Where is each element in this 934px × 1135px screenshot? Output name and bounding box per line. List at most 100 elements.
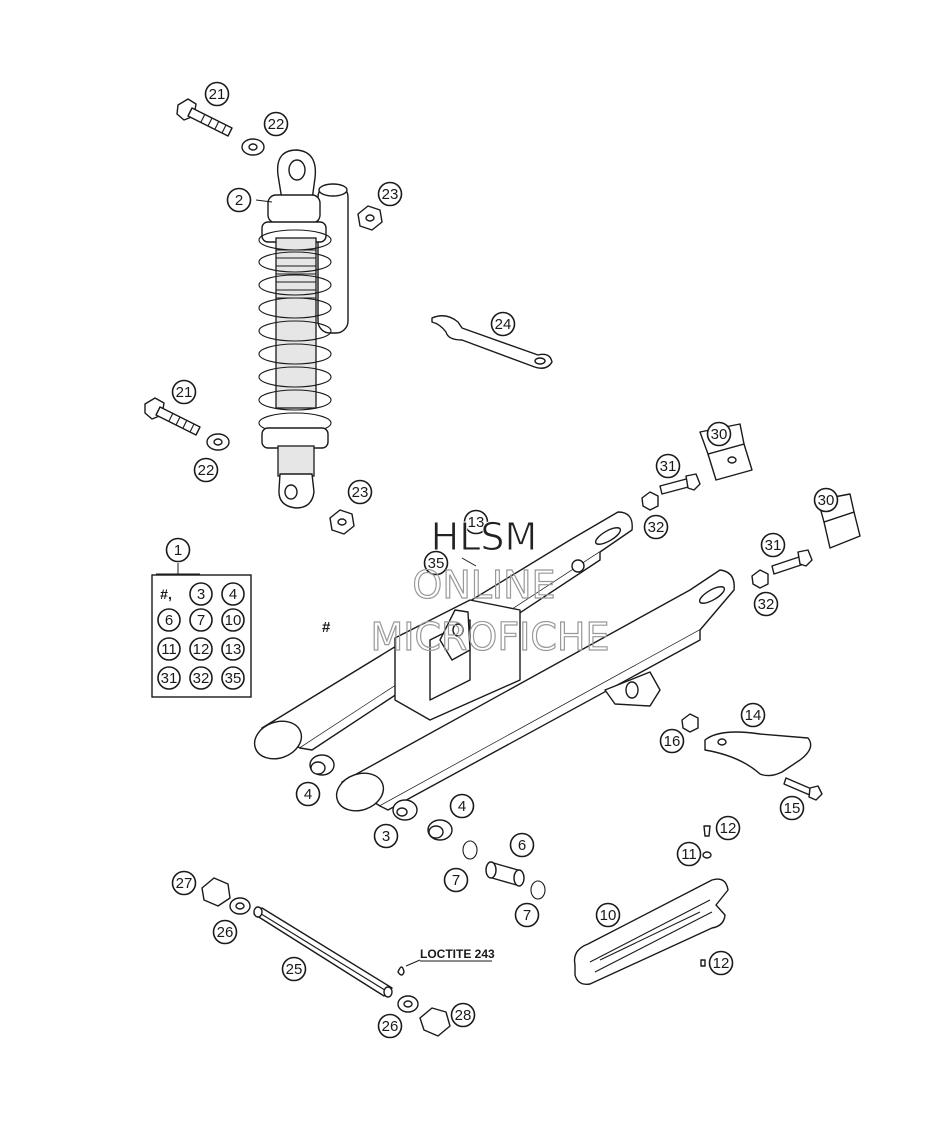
callout-26: 26 <box>212 919 238 945</box>
dust-seal-4-right[interactable] <box>427 819 453 841</box>
callout-label: 3 <box>382 828 390 845</box>
washer-11[interactable] <box>702 851 712 859</box>
kit-item-3: 3 <box>189 582 213 606</box>
callout-label: 31 <box>660 458 677 475</box>
callout-circle <box>715 815 741 841</box>
spring-lower-seat <box>261 427 329 449</box>
callout-label: 1 <box>174 542 182 559</box>
callout-label: 28 <box>455 1007 472 1024</box>
nut-32-lower[interactable] <box>751 569 769 589</box>
washer-26-upper[interactable] <box>229 897 251 915</box>
bolt-21-lower[interactable] <box>144 397 201 436</box>
callout-label: 25 <box>286 961 303 978</box>
callout-23: 23 <box>347 479 373 505</box>
kit-item-label: 31 <box>161 670 178 687</box>
dust-seal-4-left[interactable] <box>309 754 335 776</box>
bolt-21-upper[interactable] <box>176 98 233 137</box>
callout-14: 14 <box>740 702 766 728</box>
o-ring-7-right[interactable] <box>530 880 546 900</box>
callout-label: 32 <box>758 596 775 613</box>
kit-item-label: 7 <box>197 612 205 629</box>
callout-circle <box>171 870 197 896</box>
screw-12-lower[interactable] <box>700 959 706 967</box>
callout-12: 12 <box>708 950 734 976</box>
watermark-line2: ONLINE <box>412 563 555 607</box>
kit-item-circle <box>157 608 181 632</box>
callout-12: 12 <box>715 815 741 841</box>
callout-label: 22 <box>268 116 285 133</box>
spacer-6[interactable] <box>485 861 525 887</box>
callout-27: 27 <box>171 870 197 896</box>
swingarm-right-arm-side <box>379 630 701 811</box>
callout-label: 2 <box>235 192 243 209</box>
hook-wrench-24[interactable] <box>431 315 553 369</box>
callout-label: 16 <box>664 733 681 750</box>
callout-4: 4 <box>295 781 321 807</box>
callout-3: 3 <box>373 823 399 849</box>
shock-top-eye-hole <box>288 159 306 181</box>
callout-label: 22 <box>198 462 215 479</box>
kit-item-circle <box>221 666 245 690</box>
washer-22-upper[interactable] <box>241 138 265 156</box>
bolt-31-lower[interactable] <box>771 549 813 575</box>
nut-23-lower[interactable] <box>329 509 355 535</box>
callout-label: 12 <box>713 955 730 972</box>
callout-circle <box>643 514 669 540</box>
kit-item-circle <box>221 608 245 632</box>
callout-32: 32 <box>753 591 779 617</box>
kit-item-11: 11 <box>157 637 181 661</box>
callout-7: 7 <box>514 902 540 928</box>
callout-label: 35 <box>428 555 445 572</box>
shock-absorber[interactable] <box>258 149 349 509</box>
nut-23-upper[interactable] <box>357 205 383 231</box>
screw-12-upper[interactable] <box>703 825 711 837</box>
callout-circle <box>377 1013 403 1039</box>
shock-lower-body <box>277 445 315 477</box>
shock-bottom-eye-hole <box>284 484 298 500</box>
loctite-note: LOCTITE 243 <box>420 947 495 961</box>
callout-11: 11 <box>676 841 702 867</box>
kit-item-circle <box>157 666 181 690</box>
nut-27[interactable] <box>201 877 231 907</box>
callout-label: 27 <box>176 875 193 892</box>
callout-circle <box>165 537 191 563</box>
callout-circle <box>171 379 197 405</box>
callout-21: 21 <box>171 379 197 405</box>
callout-circle <box>193 457 219 483</box>
kit-item-10: 10 <box>221 608 245 632</box>
nut-16[interactable] <box>681 713 699 733</box>
kit-item-6: 6 <box>157 608 181 632</box>
callout-30: 30 <box>813 487 839 513</box>
callout-circle <box>659 728 685 754</box>
callout-label: 14 <box>745 707 762 724</box>
swingarm-lower-slot <box>698 586 726 604</box>
swingarm[interactable] <box>249 511 735 817</box>
bolt-31-upper[interactable] <box>659 473 701 495</box>
callout-label: 4 <box>304 786 312 803</box>
nut-28[interactable] <box>419 1007 451 1037</box>
nut-32-upper[interactable] <box>641 491 659 511</box>
callout-circle <box>706 421 732 447</box>
washer-22-lower[interactable] <box>206 433 230 451</box>
bolt-15[interactable] <box>783 777 823 801</box>
threadlocker-drop <box>397 959 421 976</box>
bearing-3[interactable] <box>392 799 418 821</box>
callout-circle <box>655 453 681 479</box>
chain-slider-10[interactable] <box>573 878 729 985</box>
callout-35: 35 <box>423 550 449 576</box>
callout-circle <box>373 823 399 849</box>
kit-item-label: 32 <box>193 670 210 687</box>
chain-guide-14[interactable] <box>704 731 812 777</box>
callout-circle <box>463 509 489 535</box>
washer-26-lower[interactable] <box>397 995 419 1013</box>
pivot-shaft-25[interactable] <box>253 906 393 998</box>
kit-item-circle <box>221 582 245 606</box>
kit-item-label: 13 <box>225 641 242 658</box>
kit-item-label: 3 <box>197 586 205 603</box>
swingarm-bolt-stub <box>571 559 585 573</box>
callout-circle <box>450 1002 476 1028</box>
kit-item-label: 12 <box>193 641 210 658</box>
o-ring-7-left[interactable] <box>462 840 478 860</box>
